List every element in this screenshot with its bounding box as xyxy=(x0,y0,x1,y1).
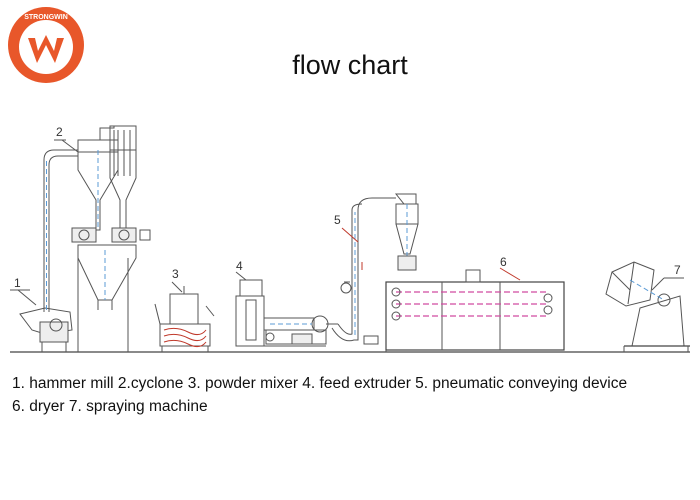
hammer-mill xyxy=(19,149,78,352)
leader-2 xyxy=(61,139,79,153)
strongwin-logo: STRONGWIN xyxy=(8,7,84,83)
process-diagram: 1 2 3 xyxy=(10,125,690,353)
legend-line-1: 1. hammer mill 2.cyclone 3. powder mixer… xyxy=(12,375,628,392)
component-number-4: 4 xyxy=(236,259,243,273)
powder-mixer xyxy=(154,286,215,352)
logo-text: STRONGWIN xyxy=(24,14,68,21)
spraying-machine xyxy=(605,261,690,352)
leader-3 xyxy=(171,281,183,293)
component-number-2: 2 xyxy=(56,125,63,139)
component-number-1: 1 xyxy=(14,276,21,290)
legend-line-2: 6. dryer 7. spraying machine xyxy=(12,398,208,415)
component-number-7: 7 xyxy=(674,263,681,277)
logo-w-mark xyxy=(28,35,64,63)
component-number-6: 6 xyxy=(500,255,507,269)
pneumatic-conveying-device xyxy=(331,193,419,345)
page-title: flow chart xyxy=(292,50,408,80)
leader-6 xyxy=(499,267,521,281)
component-legend: 1. hammer mill 2.cyclone 3. powder mixer… xyxy=(12,372,627,418)
dryer xyxy=(385,269,565,352)
leader-4 xyxy=(235,271,247,281)
component-number-5: 5 xyxy=(334,213,341,227)
leader-7b xyxy=(651,277,665,291)
logo-inner-circle xyxy=(19,20,73,74)
leader-1 xyxy=(17,289,37,306)
cyclone xyxy=(71,125,151,352)
feed-extruder xyxy=(235,279,338,347)
leader-5 xyxy=(341,227,359,243)
component-number-3: 3 xyxy=(172,267,179,281)
